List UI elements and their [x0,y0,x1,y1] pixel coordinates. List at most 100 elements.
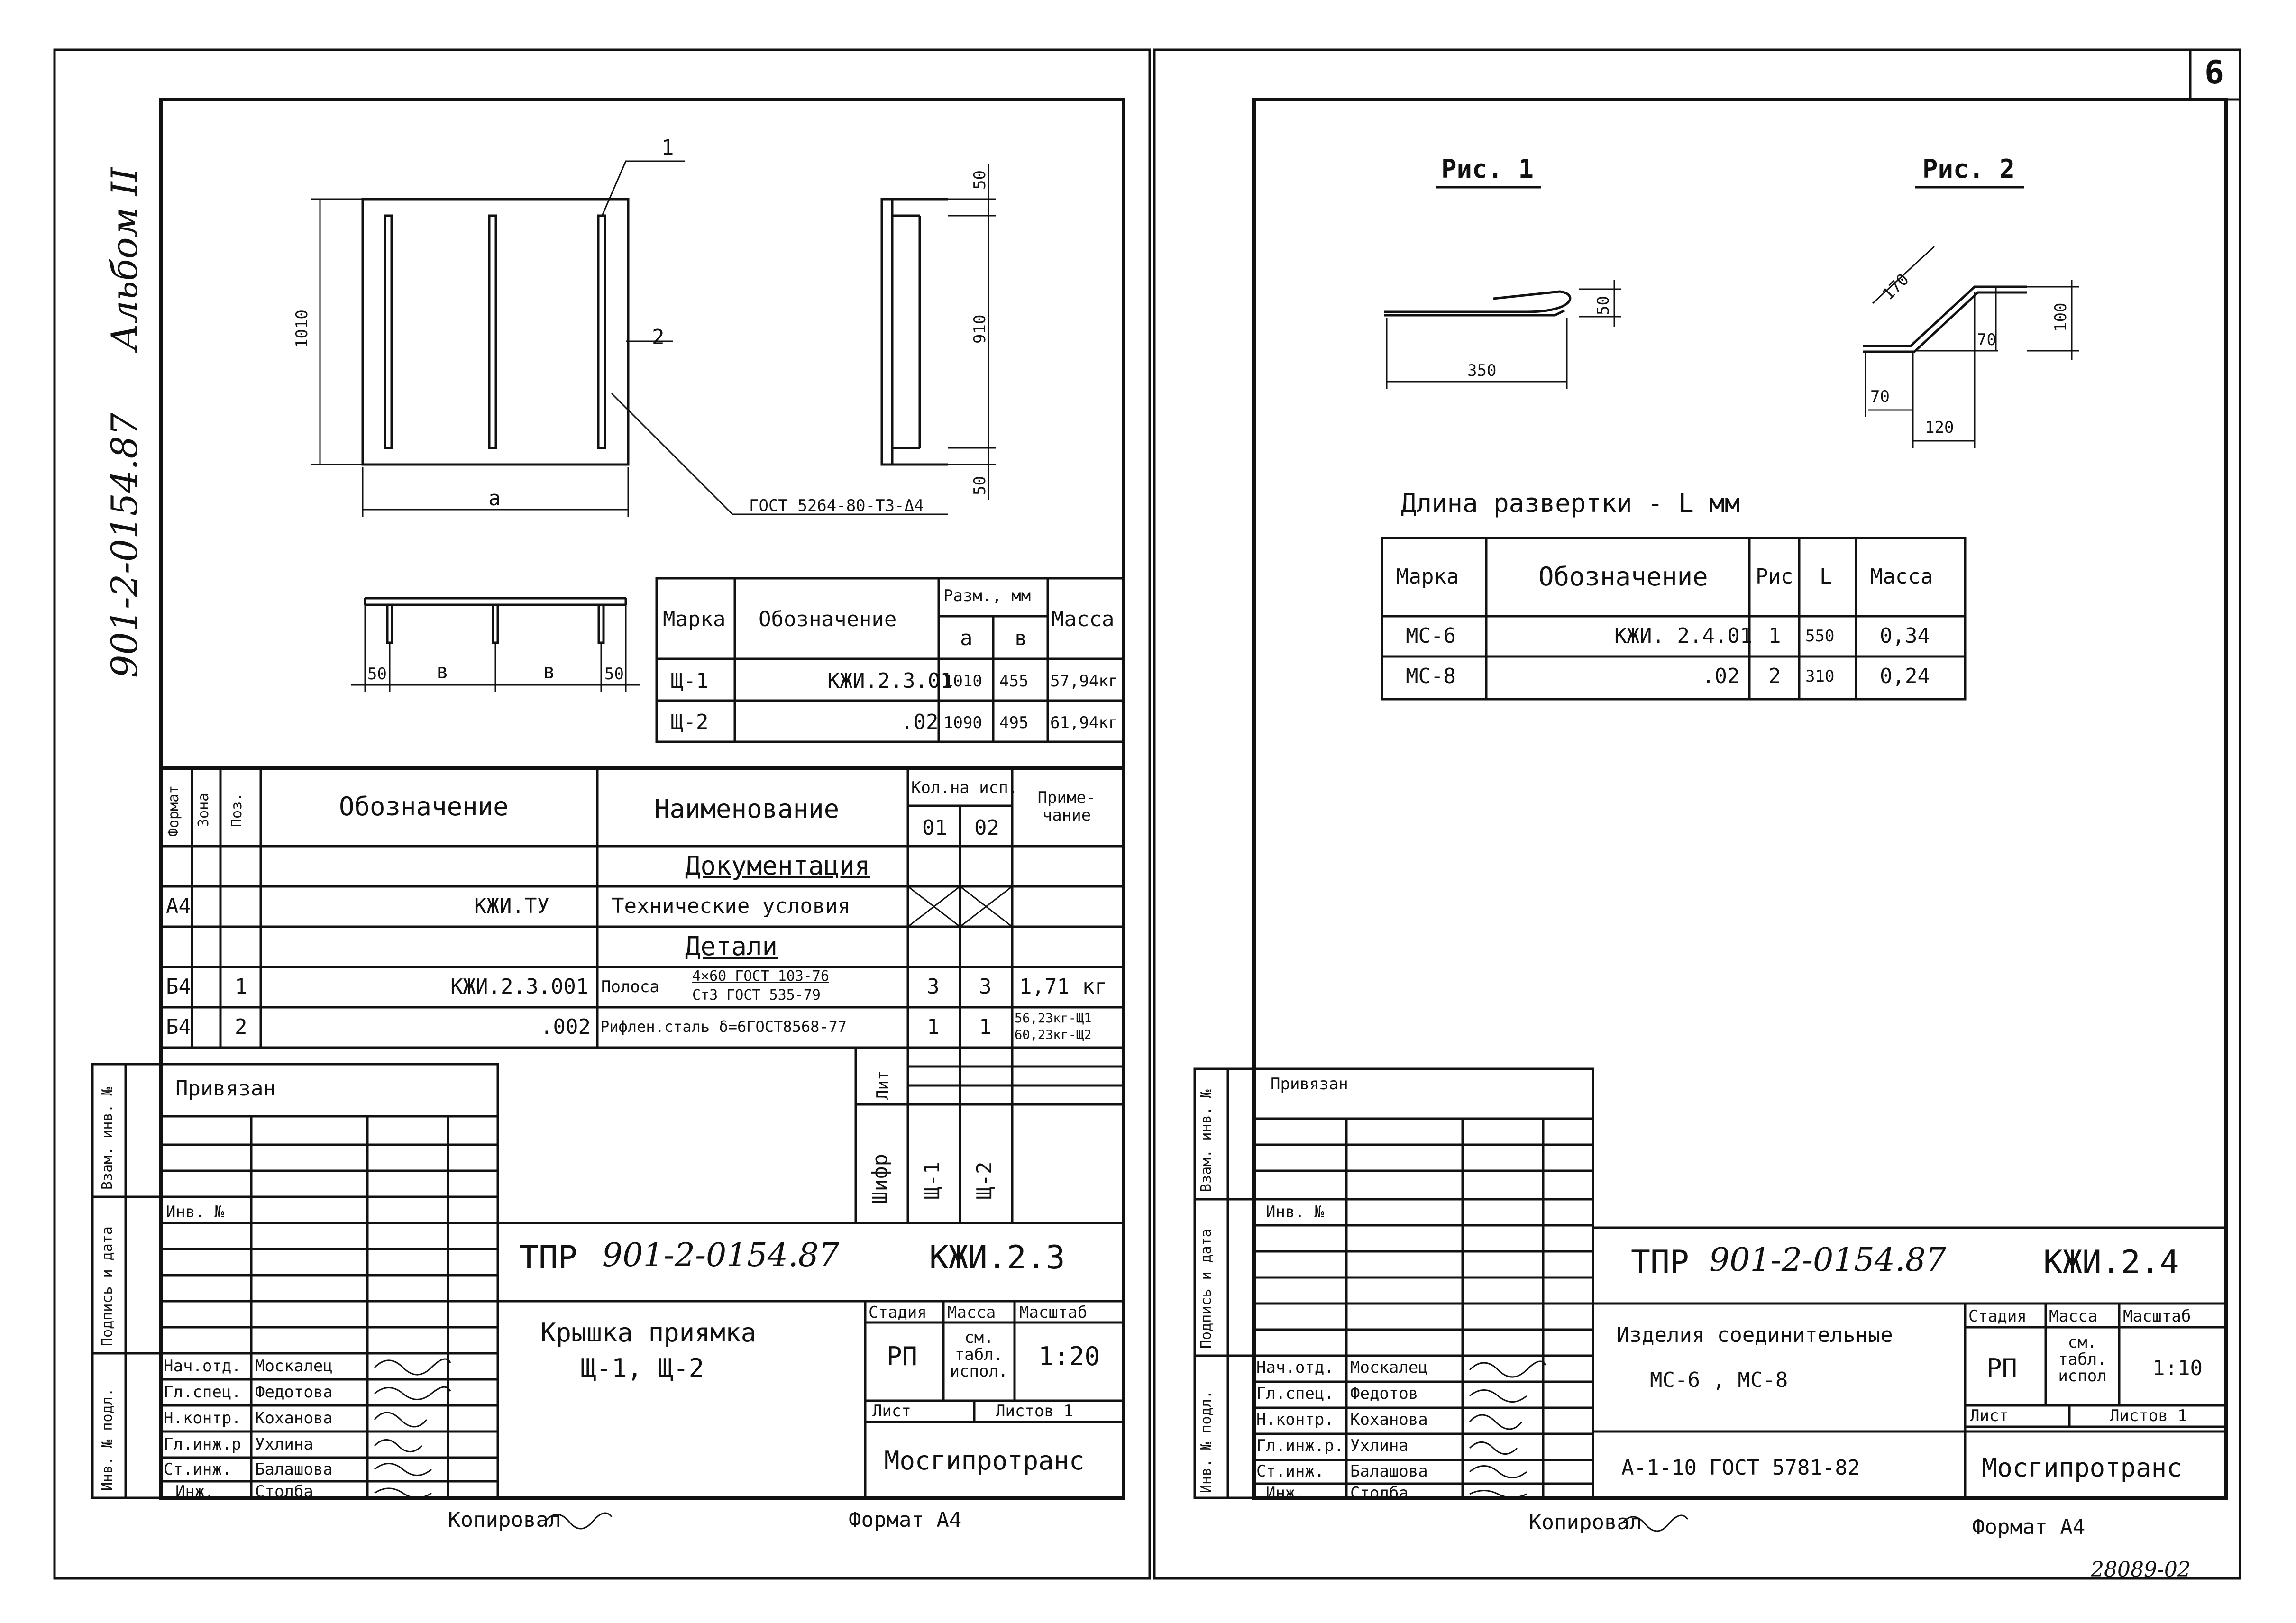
r-tb-privyazan: Привязан [1271,1075,1348,1094]
tb-privyazan: Привязан [175,1076,276,1101]
rt-r1-marka: МС-6 [1406,624,1456,648]
f2-dim-70a: 70 [1977,330,1996,349]
f1-dim-50: 50 [1594,296,1613,315]
r-tb-org: Мосгипротранс [1982,1453,2182,1483]
callout-1: 1 [661,136,674,160]
spec-r2-oboz: .002 [540,1015,591,1039]
margin-code: 901-2-0154.87 [103,412,146,678]
param-r2-b: 495 [999,713,1029,732]
tb-name1: Крышка приямка [540,1318,757,1348]
spec-r1-oboz: КЖИ.2.3.001 [450,975,589,999]
callout-2: 2 [652,325,665,349]
tb-name-2: Коханова [255,1409,333,1428]
kopiroval-left: Копировал [448,1508,561,1532]
tb-masshtab-h: Масштаб [1019,1303,1088,1322]
r-tb-role-0: Нач.отд. [1256,1358,1334,1377]
rt-h-ris: Рис [1756,565,1793,589]
tb-list: Лист [872,1402,911,1421]
spec-r1-q2: 3 [979,975,992,999]
param-h-marka: Марка [663,607,726,631]
tb-stadia: РП [887,1341,918,1371]
r-tb-name1: Изделия соединительные [1617,1323,1893,1347]
lit-label: Лит [873,1070,892,1100]
archive-stamp: 28089-02 [2091,1558,2191,1582]
rt-r2-l: 310 [1805,667,1835,686]
spec-r1-prim: 1,71 кг [1019,975,1107,999]
param-r2-oboz: .02 [901,710,939,734]
r-tb-role-5: Инж. [1266,1484,1305,1503]
f1-dim-350: 350 [1467,361,1497,380]
spec-section-det: Детали [685,931,778,961]
spec-r1-q1: 3 [927,975,940,999]
side-podp: Подпись и дата [99,1226,116,1346]
rt-r1-l: 550 [1805,627,1835,646]
spec-doc-format: А4 [166,894,191,918]
r-tb-role-4: Ст.инж. [1256,1462,1325,1481]
rt-r2-ris: 2 [1768,664,1781,688]
r-tb-note: А-1-10 ГОСТ 5781-82 [1621,1456,1860,1480]
spec-doc-oboz: КЖИ.ТУ [474,894,549,918]
spec-r1-poz: 1 [235,975,247,999]
dim-1010: 1010 [293,310,311,348]
tb-org: Мосгипротранс [884,1446,1085,1476]
tb-role-5: Инж. [175,1482,214,1501]
spec-r1-frac-bot: Ст3 ГОСТ 535-79 [692,987,821,1003]
kopiroval-right: Копировал [1529,1510,1642,1534]
r-tb-name-4: Балашова [1350,1462,1428,1481]
rt-h-oboz: Обозначение [1538,562,1708,592]
tb-role-0: Нач.отд. [164,1357,241,1376]
dim-side-50a: 50 [367,665,387,684]
rt-r2-oboz: .02 [1702,664,1740,688]
r-side-vzam: Взам. инв. № [1198,1089,1215,1192]
fig1-title: Рис. 1 [1441,154,1534,184]
spec-r1-naim: Полоса [601,977,659,996]
r-tb-role-1: Гл.спец. [1256,1384,1334,1403]
param-r1-b: 455 [999,672,1029,691]
dim-910: 910 [970,314,989,344]
tb-role-3: Гл.инж.р [164,1435,241,1454]
param-h-massa: Масса [1052,607,1115,631]
param-r2-marka: Щ-2 [671,710,709,734]
tb-project: 901-2-0154.87 [602,1237,840,1274]
spec-h-naim: Наименование [654,794,840,824]
r-side-podp: Подпись и дата [1198,1229,1215,1349]
rt-h-massa: Масса [1870,565,1933,589]
spec-h-poz: Поз. [229,793,245,827]
gost-note: ГОСТ 5264-80-Т3-Δ4 [749,496,924,515]
side-inv: Инв. № подл. [99,1388,116,1491]
spec-r2-poz: 2 [235,1015,247,1039]
dim-50-top: 50 [970,170,989,190]
param-h-b: в [1015,626,1027,650]
param-r2-massa: 61,94кг [1050,713,1118,732]
dim-side-50b: 50 [604,665,624,684]
param-r2-a: 1090 [943,713,982,732]
param-h-razm: Разм., мм [943,586,1031,605]
param-r1-oboz: КЖИ.2.3.01 [827,669,953,693]
spec-r2-naim: Рифлен.сталь δ=6ГОСТ8568-77 [600,1018,847,1036]
format-left: Формат А4 [849,1508,962,1532]
spec-r1-format: Б4 [166,975,191,999]
f2-dim-100: 100 [2051,302,2070,332]
param-h-oboz: Обозначение [759,607,897,631]
tb-name-3: Ухлина [255,1435,313,1454]
dim-a: a [488,486,501,511]
r-tb-list: Лист [1970,1406,2009,1425]
rt-h-marka: Марка [1396,565,1459,589]
param-h-a: a [960,626,973,650]
r-tb-name-3: Ухлина [1350,1436,1409,1455]
r-tb-massa-h: Масса [2049,1307,2098,1326]
r-tb-massa-v: см. табл. испол [2058,1333,2107,1386]
rt-r1-massa: 0,34 [1880,624,1930,648]
r-tb-role-2: Н.контр. [1256,1410,1334,1429]
rt-r2-massa: 0,24 [1880,664,1930,688]
tb-name-0: Москалец [255,1357,333,1376]
r-tb-name2: МС-6 , МС-8 [1650,1368,1788,1392]
tb-massa-h: Масса [947,1303,996,1322]
spec-h-kol: Кол.на исп. [911,778,1018,797]
page-number: 6 [2205,54,2224,91]
tb-name2: Щ-1, Щ-2 [581,1353,704,1383]
spec-r1-frac-top: 4×60 ГОСТ 103-76 [692,968,829,985]
r-side-inv: Инв. № подл. [1198,1390,1215,1493]
